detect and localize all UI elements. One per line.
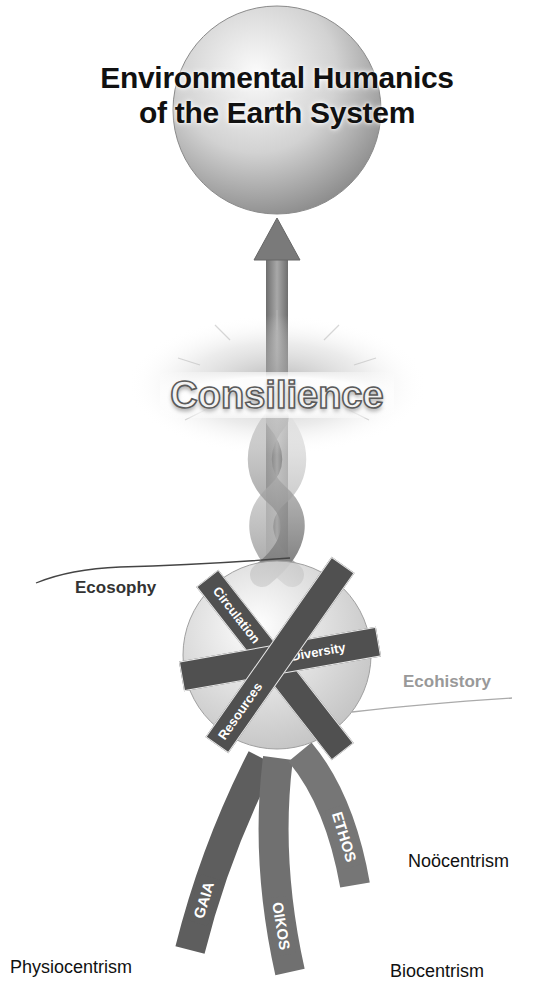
worldview-ellipse: Biocentrism <box>190 935 520 1001</box>
braid-ribbon <box>260 418 293 575</box>
sphere-title: Environmental Humanics of the Earth Syst… <box>88 60 466 130</box>
ecohistory-label: Ecohistory <box>403 672 491 692</box>
root-strand: OIKOS <box>266 896 297 957</box>
root-strand: GAIA <box>186 874 221 926</box>
arrow-head <box>254 218 300 260</box>
strand-label: OIKOS <box>266 896 297 957</box>
strand-label: GAIA <box>186 874 221 926</box>
ecohistory-arc <box>352 698 512 712</box>
strand-label: ETHOS <box>324 804 363 870</box>
ellipse-label: Biocentrism <box>390 961 484 982</box>
ecosophy-label: Ecosophy <box>75 578 156 598</box>
earth-sphere: Environmental Humanics of the Earth Syst… <box>172 5 382 215</box>
ellipse-shape <box>205 835 550 930</box>
ellipse-label: Noöcentrism <box>408 851 509 872</box>
ecology-sphere: EcosophyEcohistoryCirculationDiversityRe… <box>182 560 372 750</box>
worldview-ellipse: Physiocentrism <box>0 915 300 1001</box>
root-strand: ETHOS <box>324 804 363 870</box>
worldview-ellipse: Noöcentrism <box>205 835 550 930</box>
edge-label: Consilience <box>160 372 393 418</box>
ellipse-label: Physiocentrism <box>10 957 132 978</box>
